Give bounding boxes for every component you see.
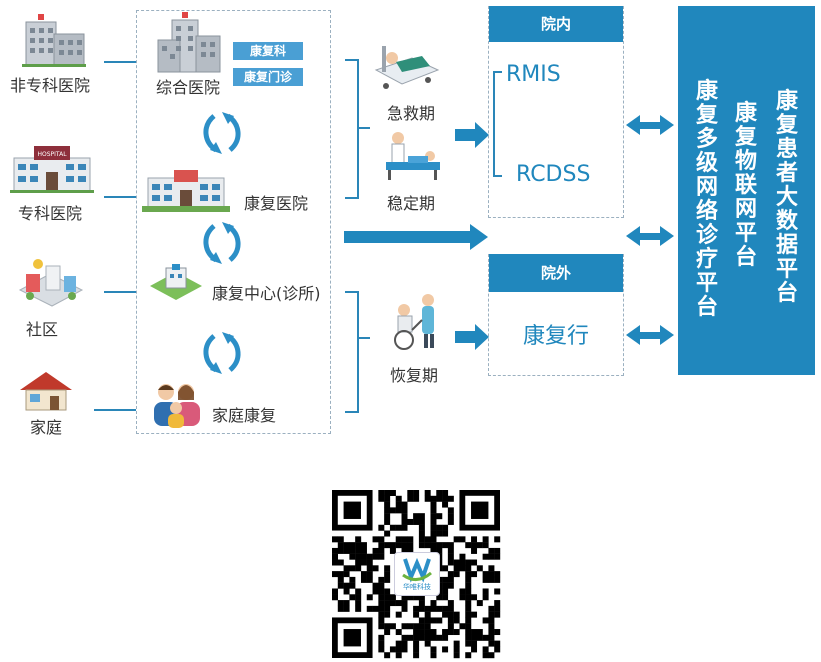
care-levels-box <box>136 10 331 434</box>
platform-char: 诊 <box>695 223 718 248</box>
rehab-clinic-chip: 康复门诊 <box>233 68 303 86</box>
platform-char: 物 <box>734 149 757 174</box>
rcdss-label: RCDSS <box>516 162 591 187</box>
inpatient-bracket <box>493 71 502 177</box>
inpatient-header: 院内 <box>489 6 623 42</box>
general-hospital-label: 综合医院 <box>156 78 221 97</box>
community-label: 社区 <box>26 320 59 339</box>
recovery-wheelchair-icon <box>386 290 446 352</box>
rehab-center-label: 康复中心(诊所) <box>212 284 321 303</box>
svg-text:HOSPITAL: HOSPITAL <box>37 151 67 158</box>
platform-char: 康 <box>775 89 798 114</box>
huawei-logo-icon <box>402 557 432 583</box>
platform-panel <box>678 6 815 375</box>
platform-char: 者 <box>775 161 798 186</box>
platform-char: 大 <box>775 185 798 210</box>
rehab-dept-chip: 康复科 <box>233 42 303 60</box>
platform-char: 台 <box>695 295 718 320</box>
qr-logo-text: 华唯科技 <box>403 583 431 591</box>
recovery-stage-label: 恢复期 <box>390 366 439 385</box>
platform-col-iot: 康复物联网平台 <box>733 102 759 270</box>
specialty-hospital-icon: HOSPITAL <box>10 142 94 194</box>
platform-char: 台 <box>734 245 757 270</box>
platform-char: 级 <box>695 151 718 176</box>
platform-char: 网 <box>695 175 718 200</box>
platform-char: 康 <box>695 79 718 104</box>
home-label: 家庭 <box>30 418 63 437</box>
non-specialty-hospital-icon <box>18 12 88 68</box>
outpatient-header: 院外 <box>489 254 623 292</box>
platform-char: 复 <box>734 125 757 150</box>
platform-char: 平 <box>695 271 718 296</box>
referral-cycle-icon-1 <box>203 112 241 154</box>
platform-char: 疗 <box>695 247 718 272</box>
platform-char: 络 <box>695 199 718 224</box>
platform-char: 据 <box>775 233 798 258</box>
specialty-hospital-label: 专科医院 <box>18 204 83 223</box>
platform-char: 平 <box>775 257 798 282</box>
rehab-go-label: 康复行 <box>522 324 589 349</box>
home-rehab-label: 家庭康复 <box>212 406 277 425</box>
platform-char: 复 <box>775 113 798 138</box>
rehab-hospital-label: 康复医院 <box>244 194 309 213</box>
rehab-center-icon <box>146 262 206 302</box>
platform-char: 台 <box>775 281 798 306</box>
general-hospital-icon <box>156 12 222 74</box>
platform-char: 联 <box>734 173 757 198</box>
platform-char: 患 <box>775 137 798 162</box>
platform-char: 复 <box>695 103 718 128</box>
platform-char: 康 <box>734 101 757 126</box>
home-icon <box>18 370 74 412</box>
referral-cycle-icon-3 <box>203 332 241 374</box>
platform-char: 多 <box>695 127 718 152</box>
qr-logo-badge: 华唯科技 <box>394 552 440 596</box>
platform-char: 数 <box>775 209 798 234</box>
platform-col-bigdata: 康复患者大数据平台 <box>774 90 800 306</box>
referral-cycle-icon-2 <box>203 222 241 264</box>
rehab-hospital-icon <box>140 168 232 214</box>
family-icon <box>148 380 204 428</box>
platform-char: 平 <box>734 221 757 246</box>
platform-char: 网 <box>734 197 757 222</box>
stable-stage-label: 稳定期 <box>387 194 436 213</box>
emergency-stage-label: 急救期 <box>387 104 436 123</box>
emergency-bed-icon <box>372 40 442 94</box>
stable-bed-icon <box>382 130 442 184</box>
non-specialty-hospital-label: 非专科医院 <box>10 76 91 95</box>
community-icon <box>16 256 86 310</box>
rmis-label: RMIS <box>506 62 561 87</box>
platform-col-multilevel: 康复多级网络诊疗平台 <box>694 80 720 320</box>
